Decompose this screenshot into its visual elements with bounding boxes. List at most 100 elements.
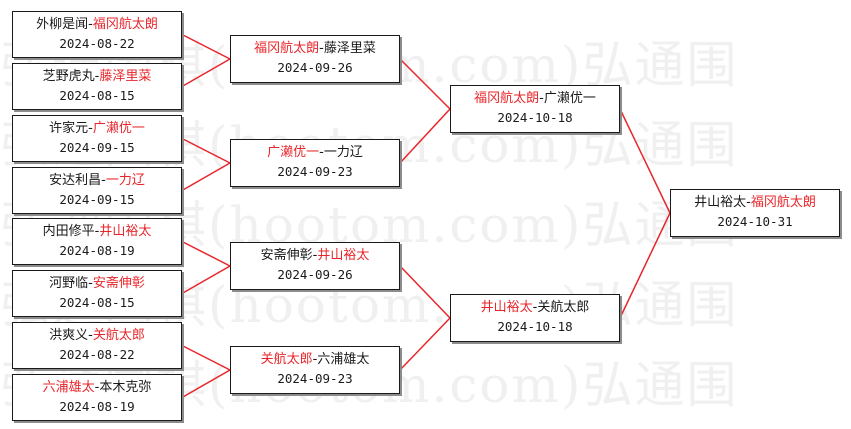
player-2-name: 关航太郎 xyxy=(537,300,590,315)
match-date: 2024-09-15 xyxy=(59,140,135,155)
player-1-name: 许家元 xyxy=(49,121,89,136)
player-separator: - xyxy=(319,145,324,160)
bracket-connector-line xyxy=(399,108,451,164)
match-players: 洪爽义-关航太郎 xyxy=(13,326,181,345)
match-date: 2024-09-23 xyxy=(277,371,353,386)
player-separator: - xyxy=(94,224,100,239)
player-2-name: 福冈航太朗 xyxy=(92,17,158,32)
match-date: 2024-09-23 xyxy=(277,164,353,179)
player-separator: - xyxy=(94,69,100,84)
player-2-name: 六浦雄太 xyxy=(317,352,370,367)
player-2-name: 安斋伸彰 xyxy=(92,276,145,291)
player-separator: - xyxy=(746,195,751,210)
player-separator: - xyxy=(532,300,538,315)
player-2-name: 广濑优一 xyxy=(543,91,596,106)
match-players: 六浦雄太-本木克弥 xyxy=(13,378,181,397)
player-2-name: 井山裕太 xyxy=(317,248,370,263)
player-1-name: 广濑优一 xyxy=(267,145,320,160)
player-2-name: 一力辽 xyxy=(105,173,145,188)
match-date: 2024-08-15 xyxy=(59,295,135,310)
match-box-round3-2: 井山裕太-关航太郎 2024-10-18 xyxy=(450,294,620,342)
player-separator: - xyxy=(312,352,318,367)
bracket-connector-line xyxy=(181,162,231,192)
player-2-name: 福冈航太朗 xyxy=(750,195,816,210)
match-players: 芝野虎丸-藤泽里菜 xyxy=(13,67,181,86)
player-separator: - xyxy=(88,328,93,343)
match-box-round1-6: 河野临-安斋伸彰 2024-08-15 xyxy=(12,270,182,317)
player-1-name: 六浦雄太 xyxy=(42,380,95,395)
player-1-name: 安斋伸彰 xyxy=(260,248,313,263)
player-separator: - xyxy=(94,380,100,395)
match-players: 井山裕太-福冈航太朗 xyxy=(671,193,839,212)
player-1-name: 安达利昌 xyxy=(49,173,102,188)
match-date: 2024-09-26 xyxy=(277,60,353,75)
player-2-name: 广濑优一 xyxy=(92,121,145,136)
match-box-round2-1: 福冈航太朗-藤泽里菜 2024-09-26 xyxy=(230,35,400,83)
match-players: 河野临-安斋伸彰 xyxy=(13,274,181,293)
player-2-name: 一力辽 xyxy=(323,145,363,160)
bracket-connector-line xyxy=(181,265,231,295)
player-1-name: 洪爽义 xyxy=(49,328,89,343)
match-box-round1-1: 外柳是闻-福冈航太朗 2024-08-22 xyxy=(12,11,182,58)
match-date: 2024-08-22 xyxy=(59,36,135,51)
player-separator: - xyxy=(312,248,318,263)
bracket-connector-line xyxy=(181,137,231,164)
match-date: 2024-09-26 xyxy=(277,267,353,282)
player-2-name: 井山裕太 xyxy=(99,224,152,239)
bracket-connector-line xyxy=(619,212,671,319)
match-box-round1-4: 安达利昌-一力辽 2024-09-15 xyxy=(12,167,182,214)
match-players: 广濑优一-一力辽 xyxy=(231,143,399,162)
bracket-connector-line xyxy=(181,344,231,371)
bracket-connector-line xyxy=(181,58,231,88)
player-1-name: 福冈航太朗 xyxy=(254,41,320,56)
match-date: 2024-09-15 xyxy=(59,192,135,207)
match-box-round3-1: 福冈航太朗-广濑优一 2024-10-18 xyxy=(450,85,620,133)
match-players: 许家元-广濑优一 xyxy=(13,119,181,138)
player-2-name: 藤泽里菜 xyxy=(99,69,152,84)
bracket-connector-line xyxy=(181,240,231,267)
bracket-connector-line xyxy=(181,33,231,60)
bracket-connector-line xyxy=(399,317,451,371)
player-1-name: 井山裕太 xyxy=(480,300,533,315)
player-1-name: 外柳是闻 xyxy=(36,17,89,32)
player-1-name: 关航太郎 xyxy=(260,352,313,367)
bracket-connector-line xyxy=(399,265,451,319)
match-players: 福冈航太朗-藤泽里菜 xyxy=(231,39,399,58)
match-box-final-1: 井山裕太-福冈航太朗 2024-10-31 xyxy=(670,189,840,237)
match-box-round1-7: 洪爽义-关航太郎 2024-08-22 xyxy=(12,322,182,369)
match-players: 外柳是闻-福冈航太朗 xyxy=(13,15,181,34)
match-date: 2024-10-31 xyxy=(717,214,793,229)
match-players: 内田修平-井山裕太 xyxy=(13,222,181,241)
match-box-round1-3: 许家元-广濑优一 2024-09-15 xyxy=(12,115,182,162)
match-date: 2024-10-18 xyxy=(497,319,573,334)
player-separator: - xyxy=(319,41,324,56)
player-2-name: 本木克弥 xyxy=(99,380,152,395)
player-separator: - xyxy=(101,173,106,188)
match-players: 井山裕太-关航太郎 xyxy=(451,298,619,317)
player-separator: - xyxy=(88,17,93,32)
player-1-name: 福冈航太朗 xyxy=(474,91,540,106)
player-1-name: 芝野虎丸 xyxy=(42,69,95,84)
match-box-round1-2: 芝野虎丸-藤泽里菜 2024-08-15 xyxy=(12,63,182,110)
player-separator: - xyxy=(88,121,93,136)
match-players: 关航太郎-六浦雄太 xyxy=(231,350,399,369)
match-players: 福冈航太朗-广濑优一 xyxy=(451,89,619,108)
player-2-name: 藤泽里菜 xyxy=(323,41,376,56)
match-box-round2-4: 关航太郎-六浦雄太 2024-09-23 xyxy=(230,346,400,394)
match-date: 2024-10-18 xyxy=(497,110,573,125)
player-1-name: 井山裕太 xyxy=(694,195,747,210)
match-players: 安达利昌-一力辽 xyxy=(13,171,181,190)
match-box-round2-3: 安斋伸彰-井山裕太 2024-09-26 xyxy=(230,242,400,290)
match-date: 2024-08-22 xyxy=(59,347,135,362)
match-date: 2024-08-15 xyxy=(59,88,135,103)
player-separator: - xyxy=(88,276,93,291)
bracket-connector-line xyxy=(399,58,451,110)
player-separator: - xyxy=(539,91,544,106)
bracket-connector-line xyxy=(619,108,671,214)
match-box-round2-2: 广濑优一-一力辽 2024-09-23 xyxy=(230,139,400,187)
player-2-name: 关航太郎 xyxy=(92,328,145,343)
match-players: 安斋伸彰-井山裕太 xyxy=(231,246,399,265)
